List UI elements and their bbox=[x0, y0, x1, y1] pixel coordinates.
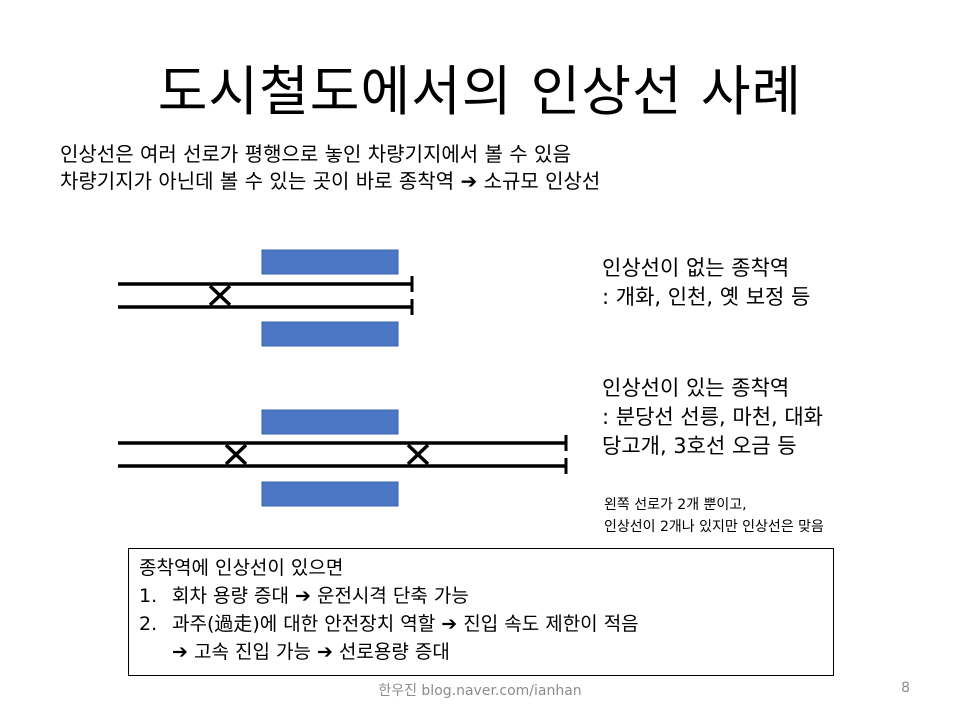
summary-item-2: 2. 과주(過走)에 대한 안전장치 역할 ➔ 진입 속도 제한이 적음 bbox=[139, 610, 833, 638]
platform-top-2 bbox=[261, 409, 399, 435]
summary-item-1: 1. 회차 용량 증대 ➔ 운전시격 단축 가능 bbox=[139, 582, 833, 610]
summary-item-1-number: 1. bbox=[139, 585, 158, 607]
summary-item-2-cont-text: ➔ 고속 진입 가능 ➔ 선로용량 증대 bbox=[172, 641, 450, 663]
intro-line-1: 인상선은 여러 선로가 평행으로 놓인 차량기지에서 볼 수 있음 bbox=[60, 142, 571, 166]
side-note-line-2: 인상선이 2개나 있지만 인상선은 맞음 bbox=[604, 519, 824, 535]
intro-text: 인상선은 여러 선로가 평행으로 놓인 차량기지에서 볼 수 있음 차량기지가 … bbox=[60, 141, 600, 195]
crossover-1 bbox=[208, 284, 232, 307]
side-note: 왼쪽 선로가 2개 뿐이고, 인상선이 2개나 있지만 인상선은 맞음 bbox=[604, 494, 824, 538]
footer-credit: 한우진 blog.naver.com/ianhan bbox=[378, 683, 582, 699]
side-note-line-1: 왼쪽 선로가 2개 뿐이고, bbox=[604, 497, 747, 513]
summary-item-2-text: 과주(過走)에 대한 안전장치 역할 ➔ 진입 속도 제한이 적음 bbox=[172, 613, 639, 635]
platform-bottom-2 bbox=[261, 481, 399, 507]
summary-item-2-continued: ➔ 고속 진입 가능 ➔ 선로용량 증대 bbox=[139, 638, 833, 666]
case-with-siding-examples-1: : 분당선 선릉, 마천, 대화 bbox=[602, 405, 824, 429]
platform-top-1 bbox=[261, 249, 399, 275]
case-no-siding-examples: : 개화, 인천, 옛 보정 등 bbox=[602, 285, 811, 309]
platform-bottom-1 bbox=[261, 321, 399, 347]
case-with-siding: 인상선이 있는 종착역 : 분당선 선릉, 마천, 대화 당고개, 3호선 오금… bbox=[602, 374, 823, 461]
case-with-siding-heading: 인상선이 있는 종착역 bbox=[602, 376, 790, 400]
crossover-2a bbox=[224, 443, 248, 466]
case-no-siding: 인상선이 없는 종착역 : 개화, 인천, 옛 보정 등 bbox=[602, 254, 810, 312]
summary-box: 종착역에 인상선이 있으면 1. 회차 용량 증대 ➔ 운전시격 단축 가능 2… bbox=[128, 548, 834, 676]
intro-line-2: 차량기지가 아닌데 볼 수 있는 곳이 바로 종착역 ➔ 소규모 인상선 bbox=[60, 169, 601, 193]
case-with-siding-examples-2: 당고개, 3호선 오금 등 bbox=[602, 434, 797, 458]
case-no-siding-heading: 인상선이 없는 종착역 bbox=[602, 256, 790, 280]
page-number: 8 bbox=[901, 680, 910, 696]
summary-heading: 종착역에 인상선이 있으면 bbox=[139, 554, 833, 582]
summary-item-2-number: 2. bbox=[139, 613, 158, 635]
diagram-with-siding bbox=[118, 409, 568, 507]
crossover-2b bbox=[406, 443, 430, 466]
summary-item-1-text: 회차 용량 증대 ➔ 운전시격 단축 가능 bbox=[172, 585, 469, 607]
slide-title: 도시철도에서의 인상선 사례 bbox=[157, 60, 803, 123]
summary-heading-text: 종착역에 인상선이 있으면 bbox=[139, 557, 344, 579]
diagram-no-siding bbox=[118, 249, 414, 347]
